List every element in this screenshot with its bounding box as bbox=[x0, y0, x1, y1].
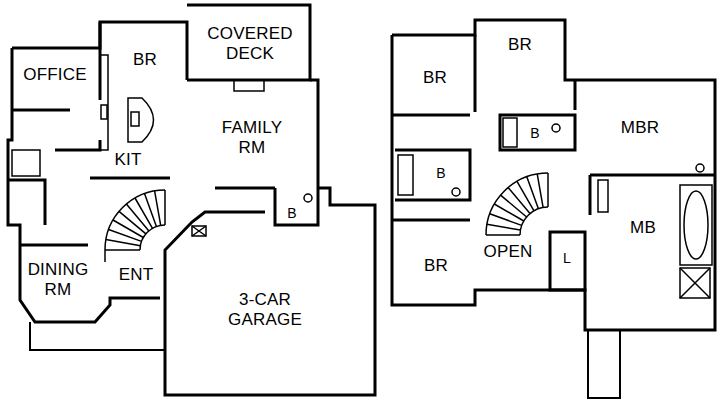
first-floor-walls bbox=[8, 5, 375, 395]
room-label: BR bbox=[133, 50, 157, 70]
room-label: ENT bbox=[119, 265, 154, 285]
bathtub bbox=[503, 118, 517, 147]
inner-wall bbox=[589, 175, 592, 215]
kitchen-island bbox=[128, 98, 154, 142]
room-label: OFFICE bbox=[23, 65, 87, 85]
bath-wall bbox=[500, 115, 575, 150]
box-cross bbox=[680, 268, 710, 298]
outer-wall bbox=[310, 80, 318, 188]
room-label: DINING RM bbox=[19, 260, 97, 299]
inner-wall bbox=[392, 219, 470, 222]
room-label: 3-CAR GARAGE bbox=[224, 290, 306, 329]
box-cross bbox=[192, 226, 206, 236]
stair-outer bbox=[486, 173, 548, 235]
closet-box bbox=[12, 150, 40, 176]
outer-wall bbox=[8, 48, 20, 245]
stair-treads bbox=[105, 190, 165, 250]
inner-wall bbox=[8, 180, 45, 225]
kitchen-counter bbox=[100, 55, 108, 150]
inner-wall bbox=[392, 114, 470, 117]
outer-wall bbox=[392, 20, 715, 330]
second-floor-fixtures bbox=[398, 118, 712, 298]
inner-wall bbox=[55, 140, 100, 150]
bathtub bbox=[684, 191, 708, 259]
inner-wall bbox=[590, 174, 715, 177]
bath-wall bbox=[275, 188, 318, 225]
inner-wall bbox=[99, 22, 102, 100]
room-label: BR bbox=[423, 68, 447, 88]
bathtub bbox=[398, 155, 413, 195]
closet-box bbox=[192, 226, 206, 236]
room-label: COVERED DECK bbox=[204, 24, 296, 63]
room-label: MB bbox=[630, 218, 656, 238]
shower-box bbox=[680, 268, 710, 298]
garage-outline bbox=[165, 188, 375, 395]
room-label: MBR bbox=[621, 118, 659, 138]
porch-line bbox=[30, 322, 165, 350]
bath-wall bbox=[395, 150, 470, 200]
second-floor-walls bbox=[392, 20, 715, 398]
stair-treads bbox=[486, 173, 548, 235]
island-sink bbox=[131, 112, 139, 126]
inner-wall bbox=[574, 80, 577, 110]
bath-surround bbox=[680, 185, 712, 265]
inner-wall bbox=[12, 109, 70, 112]
room-label: B bbox=[287, 205, 297, 221]
cooktop bbox=[101, 105, 107, 119]
stair-inner bbox=[520, 207, 548, 235]
first-floor-fixtures bbox=[12, 55, 312, 262]
toilet bbox=[304, 194, 312, 202]
inner-wall bbox=[474, 35, 477, 112]
toilet bbox=[696, 164, 704, 172]
deck-outline bbox=[187, 5, 310, 80]
toilet bbox=[452, 188, 460, 196]
room-label: B bbox=[436, 165, 446, 181]
inner-wall bbox=[90, 177, 170, 180]
porch-posts bbox=[588, 330, 620, 398]
fireplace bbox=[234, 80, 264, 91]
room-label: OPEN bbox=[484, 242, 533, 262]
vanity bbox=[598, 180, 608, 212]
inner-wall bbox=[20, 244, 88, 247]
toilet bbox=[552, 124, 560, 132]
closet-wall bbox=[550, 232, 585, 290]
room-label: FAMILY RM bbox=[212, 118, 292, 157]
inner-wall bbox=[215, 187, 275, 190]
stair-inner bbox=[140, 225, 165, 250]
room-label: KIT bbox=[114, 150, 141, 170]
stair-foot bbox=[104, 250, 106, 262]
room-label: B bbox=[530, 125, 540, 141]
dining-bay bbox=[20, 245, 160, 322]
room-label: L bbox=[563, 250, 571, 266]
room-label: BR bbox=[424, 256, 448, 276]
outer-wall bbox=[392, 35, 540, 305]
room-label: BR bbox=[508, 35, 532, 55]
stair-outer bbox=[105, 190, 165, 250]
